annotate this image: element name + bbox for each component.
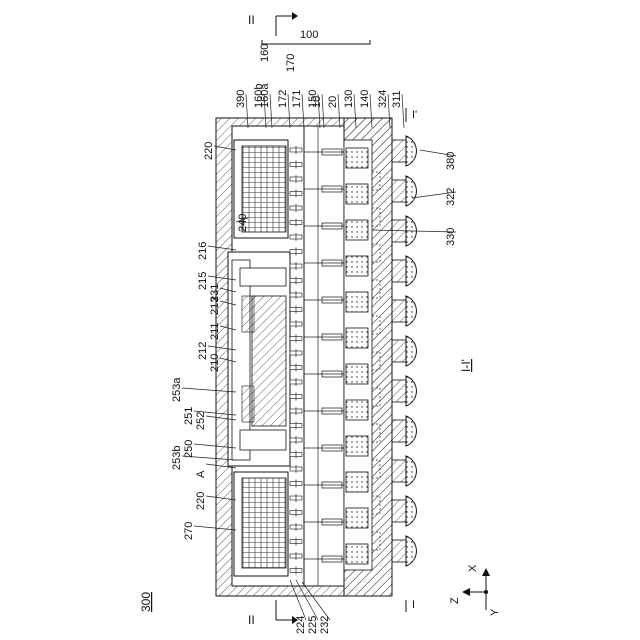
package-pad: [346, 148, 368, 168]
package-pad: [346, 220, 368, 240]
solder-ball: [406, 136, 416, 166]
solder-ball: [406, 296, 416, 326]
label-left-1: 240: [237, 214, 249, 232]
section-label: I-I': [459, 359, 473, 372]
label-left-13: 250: [183, 440, 195, 458]
ball-pad: [392, 380, 406, 402]
ball-pad: [392, 260, 406, 282]
package-pad: [346, 184, 368, 204]
solder-ball: [406, 496, 416, 526]
label-top-11: 311: [391, 90, 403, 108]
label-top-4: 171: [291, 90, 303, 108]
ball-pad: [392, 500, 406, 522]
label-322: 322: [445, 188, 457, 206]
ball-pad: [392, 340, 406, 362]
package-pad: [346, 472, 368, 492]
label-top-2: 160a: [259, 83, 271, 108]
label-left-5: 213: [209, 297, 221, 315]
solder-ball: [406, 176, 416, 206]
label-top-6: 10: [311, 96, 323, 108]
label-170: 170: [285, 54, 297, 72]
ball-pad: [392, 540, 406, 562]
label-left-16: 270: [183, 522, 195, 540]
package-label: 300: [139, 592, 153, 612]
solder-ball: [406, 336, 416, 366]
label-left-15: 220: [195, 492, 207, 510]
label-left-2: 216: [197, 242, 209, 260]
section-mark-ii-top: II: [248, 13, 255, 27]
package-pad: [346, 364, 368, 384]
label-top-8: 130: [343, 90, 355, 108]
axis-x: X: [467, 564, 479, 572]
section-mark-top: II: [248, 12, 298, 36]
ball-pad: [392, 300, 406, 322]
label-left-9: 253a: [171, 377, 183, 402]
package-pad: [346, 544, 368, 564]
label-left-0: 220: [203, 142, 215, 160]
package-pad: [346, 508, 368, 528]
package-pad: [346, 436, 368, 456]
ball-pad: [392, 460, 406, 482]
ball-pad: [392, 140, 406, 162]
solder-ball: [406, 256, 416, 286]
label-left-10: 251: [183, 407, 195, 425]
solder-ball: [406, 536, 416, 566]
label-330: 330: [445, 228, 457, 246]
label-left-14: A: [195, 470, 207, 478]
label-top-7: 20: [327, 96, 339, 108]
label-left-8: 210: [209, 354, 221, 372]
axis-triad: X Y Z: [449, 564, 501, 616]
package-pad: [346, 256, 368, 276]
solder-ball: [406, 456, 416, 486]
package-pad: [346, 328, 368, 348]
label-left-11: 252: [195, 412, 207, 430]
section-mark-ii-bottom: II: [248, 613, 255, 627]
label-160: 160: [259, 44, 271, 62]
package-pad: [346, 292, 368, 312]
ball-pad: [392, 180, 406, 202]
section-mark-i: I: [412, 599, 415, 611]
package-pad: [346, 400, 368, 420]
logic-die-stack: [228, 252, 290, 466]
section-mark-i-prime: I': [412, 109, 417, 121]
label-100: 100: [300, 29, 318, 41]
label-top-0: 390: [235, 90, 247, 108]
axis-z: Z: [449, 597, 461, 604]
label-top-3: 172: [277, 90, 289, 108]
label-top-10: 324: [377, 90, 389, 108]
chip-stack-bottom: [234, 472, 288, 576]
axis-y: Y: [489, 608, 501, 616]
label-left-12: 253b: [171, 446, 183, 470]
label-left-7: 212: [197, 342, 209, 360]
section-mark-bottom: II: [248, 600, 298, 627]
label-left-6: 211: [209, 322, 221, 340]
label-top-9: 140: [359, 90, 371, 108]
ball-pad: [392, 420, 406, 442]
solder-ball: [406, 376, 416, 406]
solder-ball: [406, 416, 416, 446]
substrate: [304, 126, 344, 586]
label-left-3: 215: [197, 272, 209, 290]
